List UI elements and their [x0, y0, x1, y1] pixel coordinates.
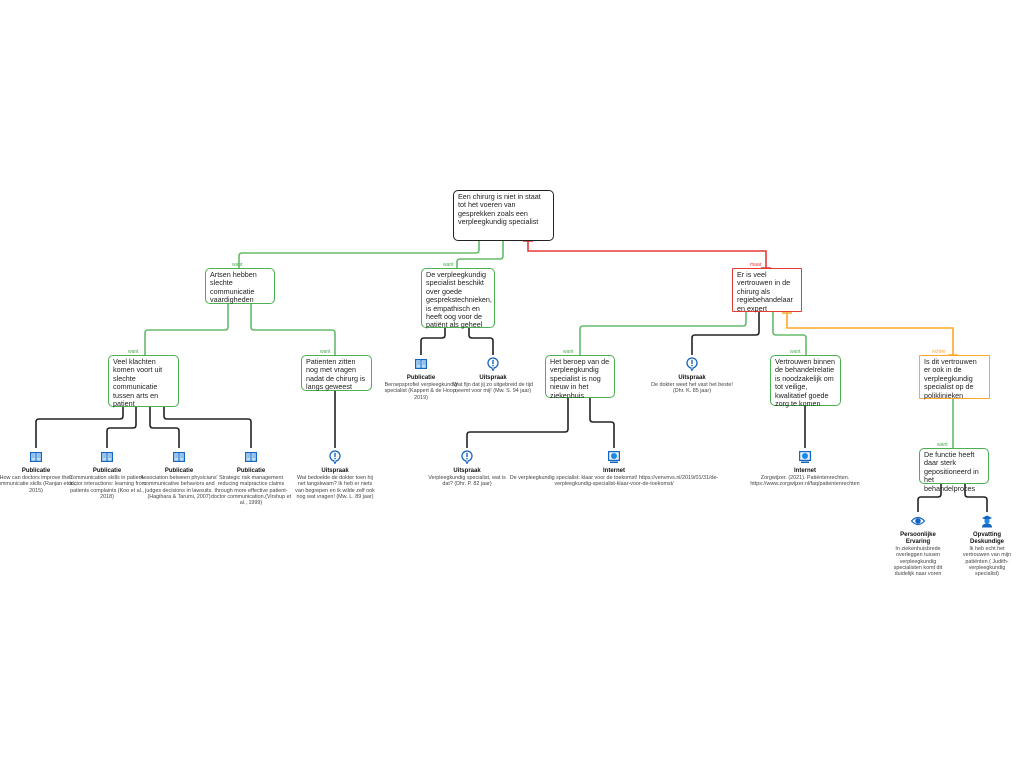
- book-icon: [414, 358, 428, 370]
- link-label-want: want: [232, 262, 243, 268]
- evidence-text: Beroepsprofiel verpleegkundig specialist…: [384, 382, 458, 401]
- evidence-text: Ik heb echt het vertrouwen van mijn pati…: [962, 546, 1012, 578]
- reason-behandelrelatie[interactable]: Vertrouwen binnen de behandelrelatie is …: [770, 355, 841, 409]
- evidence-type: Publicatie: [164, 468, 194, 474]
- reason-text: De functie heeft daar sterk gepositionee…: [924, 450, 979, 493]
- evidence-text: De dokter weet het vast het beste! (Dhr.…: [651, 382, 733, 395]
- evidence-text: Zorgwijzer. (2021). Patiëntenrechten. ht…: [750, 475, 860, 488]
- objection-link: [523, 240, 771, 269]
- main-claim-text: Een chirurg is niet in staat tot het voe…: [458, 192, 541, 227]
- reason-artsen[interactable]: Artsen hebben slechte communicatie vaard…: [205, 268, 275, 304]
- reason-text: Veel klachten komen voort uit slechte co…: [113, 357, 163, 409]
- evidence-text: Wat bedoelde de dokter toen hij net lang…: [295, 475, 375, 500]
- evidence-type: Uitspraak: [321, 468, 349, 474]
- evidence-type: Persoonlijke Ervaring: [900, 532, 936, 545]
- book-icon: [100, 451, 114, 463]
- evidence-text: Communication skills in patient-doctor i…: [67, 475, 147, 500]
- evidence-type: Publicatie: [21, 468, 51, 474]
- evidence-type: Internet: [602, 468, 625, 474]
- link-label-echter: echter: [932, 349, 946, 355]
- rebuttal-poliklinieken[interactable]: Is dit vertrouwen er ook in de verpleegk…: [919, 355, 990, 399]
- reason-beroep[interactable]: Het beroep van de verpleegkundig special…: [545, 355, 615, 400]
- objection-vertrouwen[interactable]: Er is veel vertrouwen in de chirurg als …: [732, 268, 802, 312]
- link-label-maar: maar: [750, 262, 762, 268]
- support-links: [144, 241, 954, 448]
- evidence-type: Publicatie: [406, 375, 436, 381]
- evidence-text: Wat fijn dat jij zo uitgebreid de tijd n…: [452, 382, 534, 395]
- reason-text: Artsen hebben slechte communicatie vaard…: [210, 270, 257, 305]
- evidence-text: Association between physicians' communic…: [140, 475, 218, 500]
- link-label-want: want: [128, 349, 139, 355]
- evidence-type: Uitspraak: [479, 375, 507, 381]
- book-icon: [244, 451, 258, 463]
- reason-functie[interactable]: De functie heeft daar sterk gepositionee…: [919, 448, 989, 492]
- link-label-want: want: [790, 349, 801, 355]
- speech-icon: [686, 357, 698, 371]
- reason-text: Vertrouwen binnen de behandelrelatie is …: [775, 357, 835, 409]
- evidence-type: Publicatie: [92, 468, 122, 474]
- internet-icon: [608, 451, 620, 463]
- link-label-want: want: [937, 442, 948, 448]
- evidence-text: Verpleegkundig specialist, wat is dat? (…: [428, 475, 506, 488]
- link-label-want: want: [563, 349, 574, 355]
- evidence-type: Opvatting Deskundige: [969, 532, 1004, 545]
- evidence-type: Uitspraak: [678, 375, 706, 381]
- reason-text: De verpleegkundig specialist beschikt ov…: [426, 270, 492, 330]
- evidence-text: How can doctors improve their communicat…: [0, 475, 77, 494]
- link-label-want: want: [443, 262, 454, 268]
- rebuttal-text: Is dit vertrouwen er ook in de verpleegk…: [924, 357, 977, 400]
- evidence-text: In ziekenhuisbrede overleggen tussen ver…: [893, 546, 943, 578]
- evidence-type: Internet: [793, 468, 816, 474]
- evidence-text: Strategic risk management reducing malpr…: [210, 475, 292, 507]
- speech-icon: [329, 450, 341, 464]
- internet-icon: [799, 451, 811, 463]
- reason-vragen[interactable]: Patienten zitten nog met vragen nadat de…: [301, 355, 372, 391]
- reason-klachten[interactable]: Veel klachten komen voort uit slechte co…: [108, 355, 179, 409]
- evidence-type: Uitspraak: [453, 468, 481, 474]
- book-icon: [172, 451, 186, 463]
- speech-icon: [461, 450, 473, 464]
- reason-text: Het beroep van de verpleegkundig special…: [550, 357, 610, 400]
- main-claim[interactable]: Een chirurg is niet in staat tot het voe…: [453, 190, 554, 241]
- eye-icon: [911, 516, 925, 526]
- evidence-links: [35, 311, 988, 512]
- link-label-want: want: [320, 349, 331, 355]
- reason-text: Patienten zitten nog met vragen nadat de…: [306, 357, 366, 392]
- expert-icon: [982, 515, 992, 528]
- evidence-type: Publicatie: [236, 468, 266, 474]
- objection-text: Er is veel vertrouwen in de chirurg als …: [737, 270, 793, 313]
- book-icon: [29, 451, 43, 463]
- reason-verpleegkundig[interactable]: De verpleegkundig specialist beschikt ov…: [421, 268, 495, 330]
- speech-icon: [487, 357, 499, 371]
- evidence-text: De verpleegkundig specialist: klaar voor…: [509, 475, 719, 488]
